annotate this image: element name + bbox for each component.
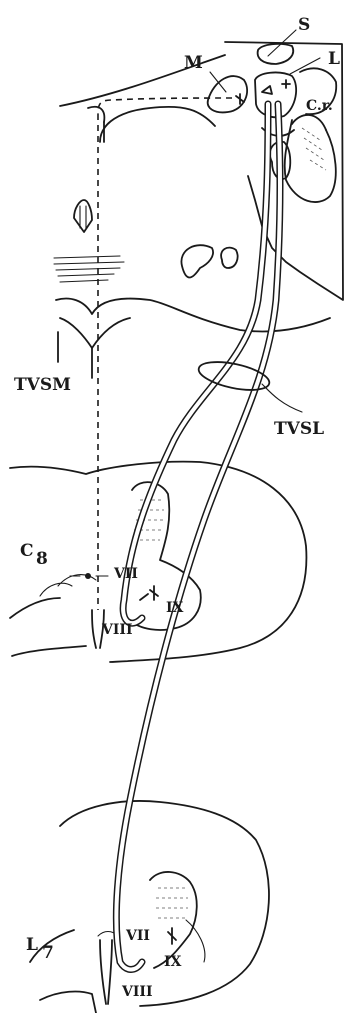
label-c8-ix: IX [166,600,184,616]
spinal-cord-section-c8 [10,462,306,662]
label-c8-sub: 8 [36,549,48,569]
label-c8-viii: VIII [101,622,133,638]
leader-lines [210,30,320,92]
nucleus-m-outline [208,76,247,112]
spinal-cord-section-l7 [30,801,269,1013]
label-tvsl: TVSL [274,419,324,439]
tvsm-tract [98,98,232,610]
label-cr: C.r. [306,98,333,114]
label-tvsm: TVSM [14,375,71,395]
label-l7-ix: IX [164,954,182,970]
label-c8-letter: C [20,541,34,561]
label-l7-sub: 7 [42,943,54,963]
label-m: M [184,53,203,73]
label-l7-letter: L [26,935,38,955]
nucleus-s-outline [258,44,294,64]
tvsl-tract [116,104,302,970]
label-c8-vii: VII [113,566,138,582]
label-l: L [328,49,340,69]
label-l7-vii: VII [125,928,150,944]
label-s: S [298,15,310,35]
label-l7-viii: VIII [121,984,153,1000]
